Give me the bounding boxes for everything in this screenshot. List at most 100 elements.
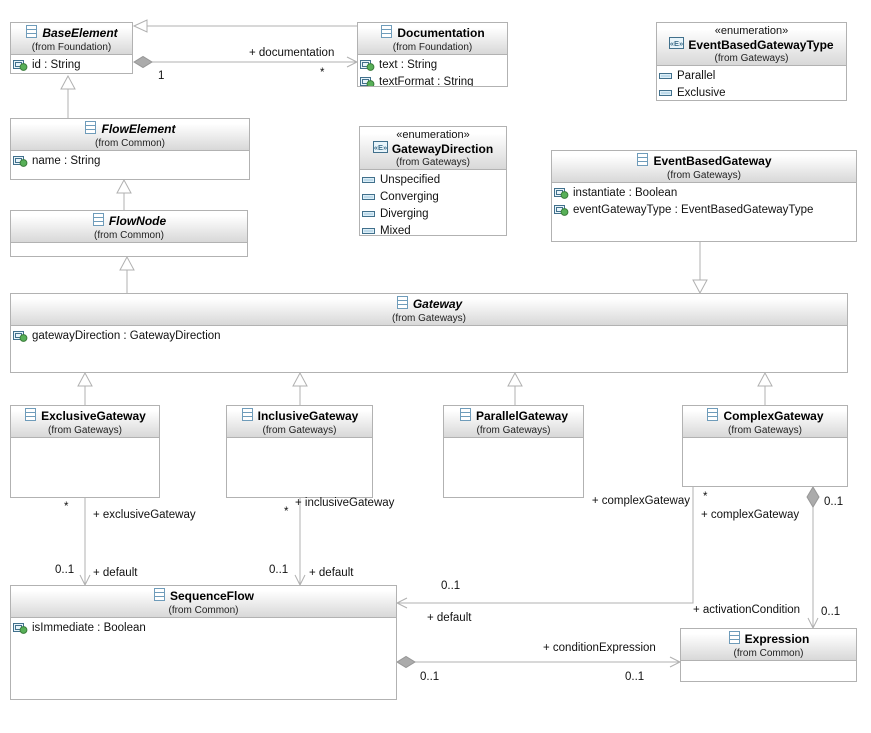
- class-package-label: (from Gateways): [392, 313, 466, 324]
- class-title-row: ParallelGateway: [447, 408, 580, 425]
- class-title: EventBasedGateway: [653, 154, 772, 168]
- class-title-row: InclusiveGateway: [230, 408, 369, 425]
- attribute-row: name : String: [13, 152, 247, 169]
- class-icon: [25, 25, 38, 42]
- aggregation-diamond: [133, 55, 153, 69]
- class-package-label: (from Foundation): [31, 42, 112, 53]
- role-label: + default: [309, 567, 354, 579]
- enum-box-eventbasedgatewaytype[interactable]: «enumeration»«E»EventBasedGatewayType(fr…: [656, 22, 847, 101]
- generalization-complexgateway-to-gateway[interactable]: [757, 371, 773, 405]
- class-box-exclusivegateway[interactable]: ExclusiveGateway(from Gateways): [10, 405, 160, 498]
- class-box-flowelement[interactable]: FlowElement(from Common)name : String: [10, 118, 250, 180]
- class-title-row: Gateway: [14, 296, 844, 313]
- generalization-documentation-to-baseelement[interactable]: [132, 19, 357, 33]
- class-icon: [459, 408, 472, 425]
- connector-line: [397, 487, 694, 604]
- attribute-text: eventGatewayType : EventBasedGatewayType: [573, 203, 814, 216]
- attribute-text: textFormat : String: [379, 75, 474, 87]
- generalization-triangle: [692, 279, 708, 295]
- association-exclusivegateway-default[interactable]: [79, 498, 91, 587]
- svg-text:«E»: «E»: [374, 143, 387, 152]
- generalization-eventbasedgateway-to-gateway[interactable]: [692, 242, 708, 295]
- class-icon: [706, 408, 719, 425]
- class-header: Gateway(from Gateways): [11, 294, 847, 326]
- class-package-label: (from Gateways): [48, 425, 122, 436]
- attribute-text: text : String: [379, 58, 438, 71]
- enumeration-icon: «E»: [669, 37, 685, 53]
- class-title-row: «E»EventBasedGatewayType: [660, 37, 843, 53]
- attribute-text: gatewayDirection : GatewayDirection: [32, 329, 221, 342]
- attribute-icon: [554, 187, 569, 199]
- class-title: ComplexGateway: [723, 409, 824, 423]
- attribute-row: eventGatewayType : EventBasedGatewayType: [554, 201, 854, 218]
- class-title-row: Documentation: [361, 25, 504, 42]
- class-compartment: gatewayDirection : GatewayDirection: [11, 326, 847, 372]
- class-package-label: (from Gateways): [714, 53, 789, 64]
- multiplicity-label: 1: [158, 70, 165, 82]
- class-box-expression[interactable]: Expression(from Common): [680, 628, 857, 682]
- class-compartment: [227, 438, 372, 497]
- class-header: ParallelGateway(from Gateways): [444, 406, 583, 438]
- enum-box-gatewaydirection[interactable]: «enumeration»«E»GatewayDirection(from Ga…: [359, 126, 507, 236]
- generalization-flowelement-to-baseelement[interactable]: [60, 74, 76, 118]
- multiplicity-label: *: [284, 506, 289, 518]
- association-complexgateway-default[interactable]: [395, 487, 694, 609]
- class-box-gateway[interactable]: Gateway(from Gateways) gatewayDirection :…: [10, 293, 848, 373]
- class-icon: [92, 213, 105, 230]
- multiplicity-label: 0..1: [625, 671, 645, 683]
- class-compartment: [683, 438, 847, 486]
- class-box-flownode[interactable]: FlowNode (from Common): [10, 210, 248, 257]
- class-title: Documentation: [397, 26, 485, 40]
- association-activationcondition[interactable]: [806, 486, 820, 630]
- multiplicity-label: 0..1: [441, 580, 461, 592]
- class-header: Expression(from Common): [681, 629, 856, 661]
- class-compartment: text : String textFormat : String: [358, 55, 507, 86]
- class-header: «enumeration»«E»GatewayDirection(from Ga…: [360, 127, 506, 170]
- class-title: FlowNode: [108, 214, 167, 228]
- attribute-text: isImmediate : Boolean: [32, 621, 146, 634]
- enum-literal-text: Exclusive: [677, 86, 726, 99]
- class-package-label: (from Common): [93, 230, 164, 241]
- class-compartment: [681, 661, 856, 681]
- association-documentation[interactable]: [133, 55, 359, 69]
- class-compartment: [11, 438, 159, 497]
- attribute-row: gatewayDirection : GatewayDirection: [13, 327, 845, 344]
- class-box-eventbasedgateway[interactable]: EventBasedGateway(from Gateways)instanti…: [551, 150, 857, 242]
- association-conditionexpression[interactable]: [396, 655, 682, 669]
- class-box-baseelement[interactable]: BaseElement(from Foundation)id : String: [10, 22, 133, 74]
- class-header: FlowElement(from Common): [11, 119, 249, 151]
- class-title-row: Expression: [684, 631, 853, 648]
- generalization-gateway-to-flownode[interactable]: [119, 255, 135, 293]
- class-package-label: (from Gateways): [476, 425, 551, 436]
- generalization-exclusivegateway-to-gateway[interactable]: [77, 371, 93, 405]
- attribute-row: isImmediate : Boolean: [13, 619, 394, 636]
- class-icon: [84, 121, 97, 138]
- class-box-inclusivegateway[interactable]: InclusiveGateway(from Gateways): [226, 405, 373, 498]
- association-inclusivegateway-default[interactable]: [294, 498, 306, 587]
- class-box-parallelgateway[interactable]: ParallelGateway(from Gateways): [443, 405, 584, 498]
- generalization-inclusivegateway-to-gateway[interactable]: [292, 371, 308, 405]
- role-label: + default: [93, 567, 138, 579]
- generalization-flownode-to-flowelement[interactable]: [116, 178, 132, 210]
- attribute-icon: [13, 155, 28, 167]
- generalization-triangle: [507, 371, 523, 387]
- class-header: BaseElement(from Foundation): [11, 23, 132, 55]
- class-box-sequenceflow[interactable]: SequenceFlow(from Common)isImmediate : B…: [10, 585, 397, 700]
- class-package-label: (from Common): [168, 605, 239, 616]
- class-title-row: ExclusiveGateway: [14, 408, 156, 425]
- role-label: + activationCondition: [693, 604, 801, 616]
- class-box-documentation[interactable]: Documentation(from Foundation)text : Str…: [357, 22, 508, 87]
- class-icon: [380, 25, 393, 42]
- class-box-complexgateway[interactable]: ComplexGateway(from Gateways): [682, 405, 848, 487]
- multiplicity-label: *: [64, 501, 69, 513]
- enum-literal-text: Converging: [380, 190, 439, 203]
- enum-literal-icon: [362, 175, 376, 185]
- class-package-label: (from Gateways): [396, 157, 470, 168]
- class-header: InclusiveGateway(from Gateways): [227, 406, 372, 438]
- multiplicity-label: 0..1: [420, 671, 440, 683]
- generalization-parallelgateway-to-gateway[interactable]: [507, 371, 523, 405]
- enum-literal-icon: [362, 209, 376, 219]
